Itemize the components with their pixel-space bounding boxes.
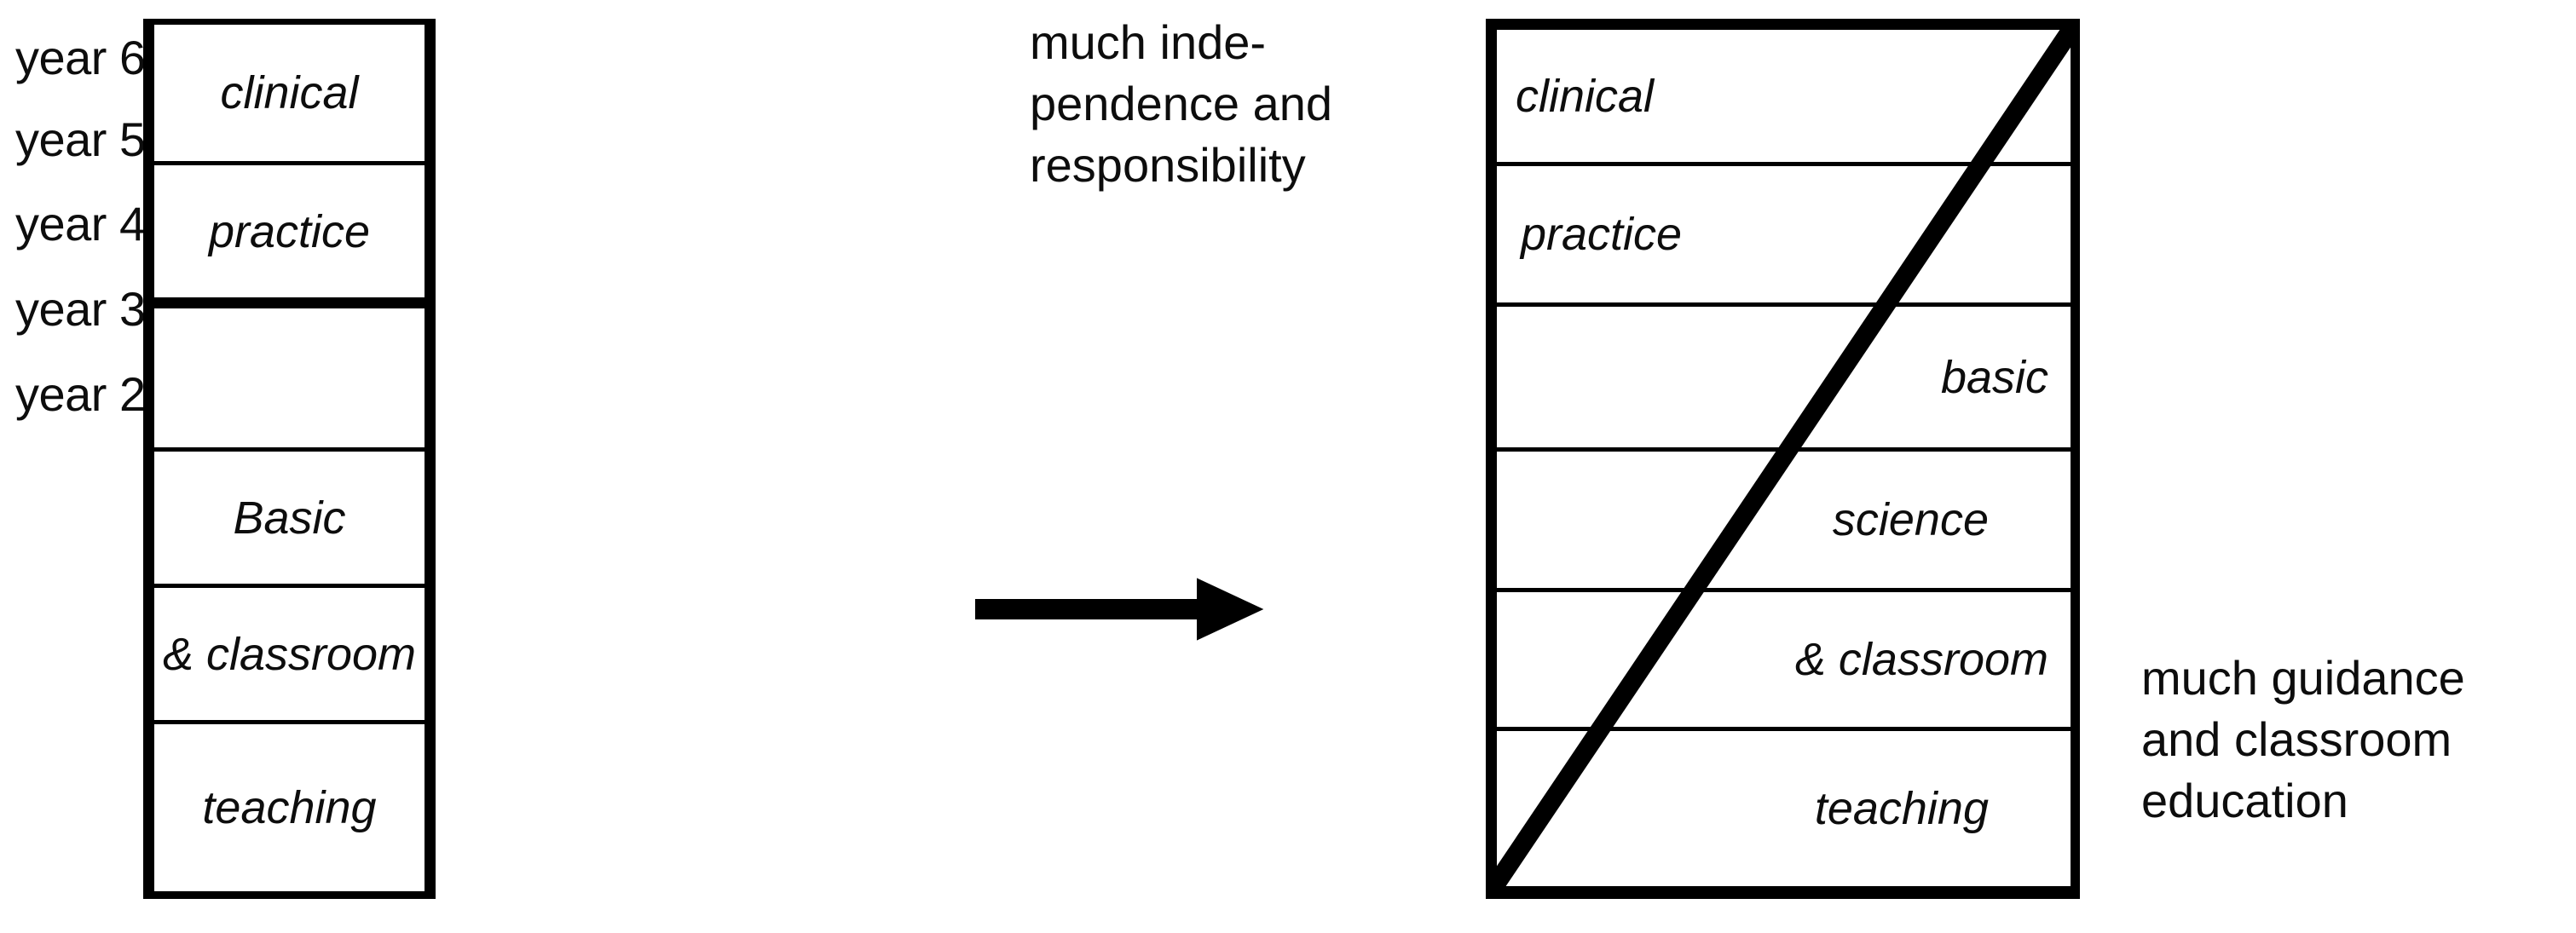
left-row-label-basic: Basic xyxy=(233,492,346,544)
right-cell-clinical: clinical xyxy=(1497,30,2071,162)
right-row-label-classroom: & classroom xyxy=(1794,634,2048,685)
right-row-practice: practice xyxy=(1497,166,2071,302)
left-cell-basic: Basic xyxy=(154,452,425,584)
left-row-label-practice: practice xyxy=(208,205,371,257)
right-cell-science: science xyxy=(1497,452,2071,588)
right-row-clinical: clinical xyxy=(1497,30,2071,162)
transform-arrow xyxy=(972,562,1270,656)
right-row-basic: basic xyxy=(1497,307,2071,447)
right-row-label-practice: practice xyxy=(1521,209,1683,260)
left-row-clinical: clinical xyxy=(154,25,425,161)
year-label-year-6: year 6 xyxy=(15,31,146,84)
year-label-year-3: year 3 xyxy=(15,282,146,336)
left-row-empty xyxy=(154,308,425,447)
right-row-science: science xyxy=(1497,452,2071,588)
left-cell-teaching: teaching xyxy=(154,724,425,891)
right-cell-classroom: & classroom xyxy=(1497,592,2071,727)
left-row-practice: practice xyxy=(154,165,425,297)
arrow-right-icon xyxy=(975,578,1264,641)
left-divider-4 xyxy=(154,584,425,588)
left-cell-empty xyxy=(154,308,425,447)
year-label-year-5: year 5 xyxy=(15,112,146,166)
right-row-label-clinical: clinical xyxy=(1516,70,1655,122)
left-row-basic: Basic xyxy=(154,452,425,584)
year-label-year-4: year 4 xyxy=(15,197,146,251)
year-label-year-2: year 2 xyxy=(15,367,146,421)
note-guidance: much guidance and classroom education xyxy=(2141,651,2465,827)
right-box-inner: clinical practice basic science xyxy=(1497,30,2071,886)
right-row-label-basic: basic xyxy=(1940,351,2048,403)
left-divider-5 xyxy=(154,720,425,724)
left-row-label-clinical: clinical xyxy=(220,67,359,118)
left-row-label-classroom: & classroom xyxy=(162,628,417,680)
left-row-label-teaching: teaching xyxy=(202,782,377,833)
right-row-teaching: teaching xyxy=(1497,731,2071,886)
left-divider-3 xyxy=(154,447,425,452)
left-cell-clinical: clinical xyxy=(154,25,425,161)
year-label-column: year 6 year 5 year 4 year 3 year 2 xyxy=(15,0,146,933)
right-cell-practice: practice xyxy=(1497,166,2071,302)
right-cell-basic: basic xyxy=(1497,307,2071,447)
integrated-curriculum-box: clinical practice basic science xyxy=(1486,19,2080,899)
note-independence: much inde- pendence and responsibility xyxy=(1030,15,1333,192)
left-divider-2-thick xyxy=(154,297,425,308)
right-cell-teaching: teaching xyxy=(1497,731,2071,886)
left-row-teaching: teaching xyxy=(154,724,425,891)
left-divider-1 xyxy=(154,161,425,165)
right-row-classroom: & classroom xyxy=(1497,592,2071,727)
left-row-classroom: & classroom xyxy=(154,588,425,720)
right-row-label-teaching: teaching xyxy=(1814,783,1989,834)
right-row-label-science: science xyxy=(1832,494,1989,545)
left-cell-classroom: & classroom xyxy=(154,588,425,720)
left-box-inner: clinical practice Basic xyxy=(154,25,425,891)
left-cell-practice: practice xyxy=(154,165,425,297)
traditional-curriculum-box: clinical practice Basic xyxy=(143,19,436,899)
